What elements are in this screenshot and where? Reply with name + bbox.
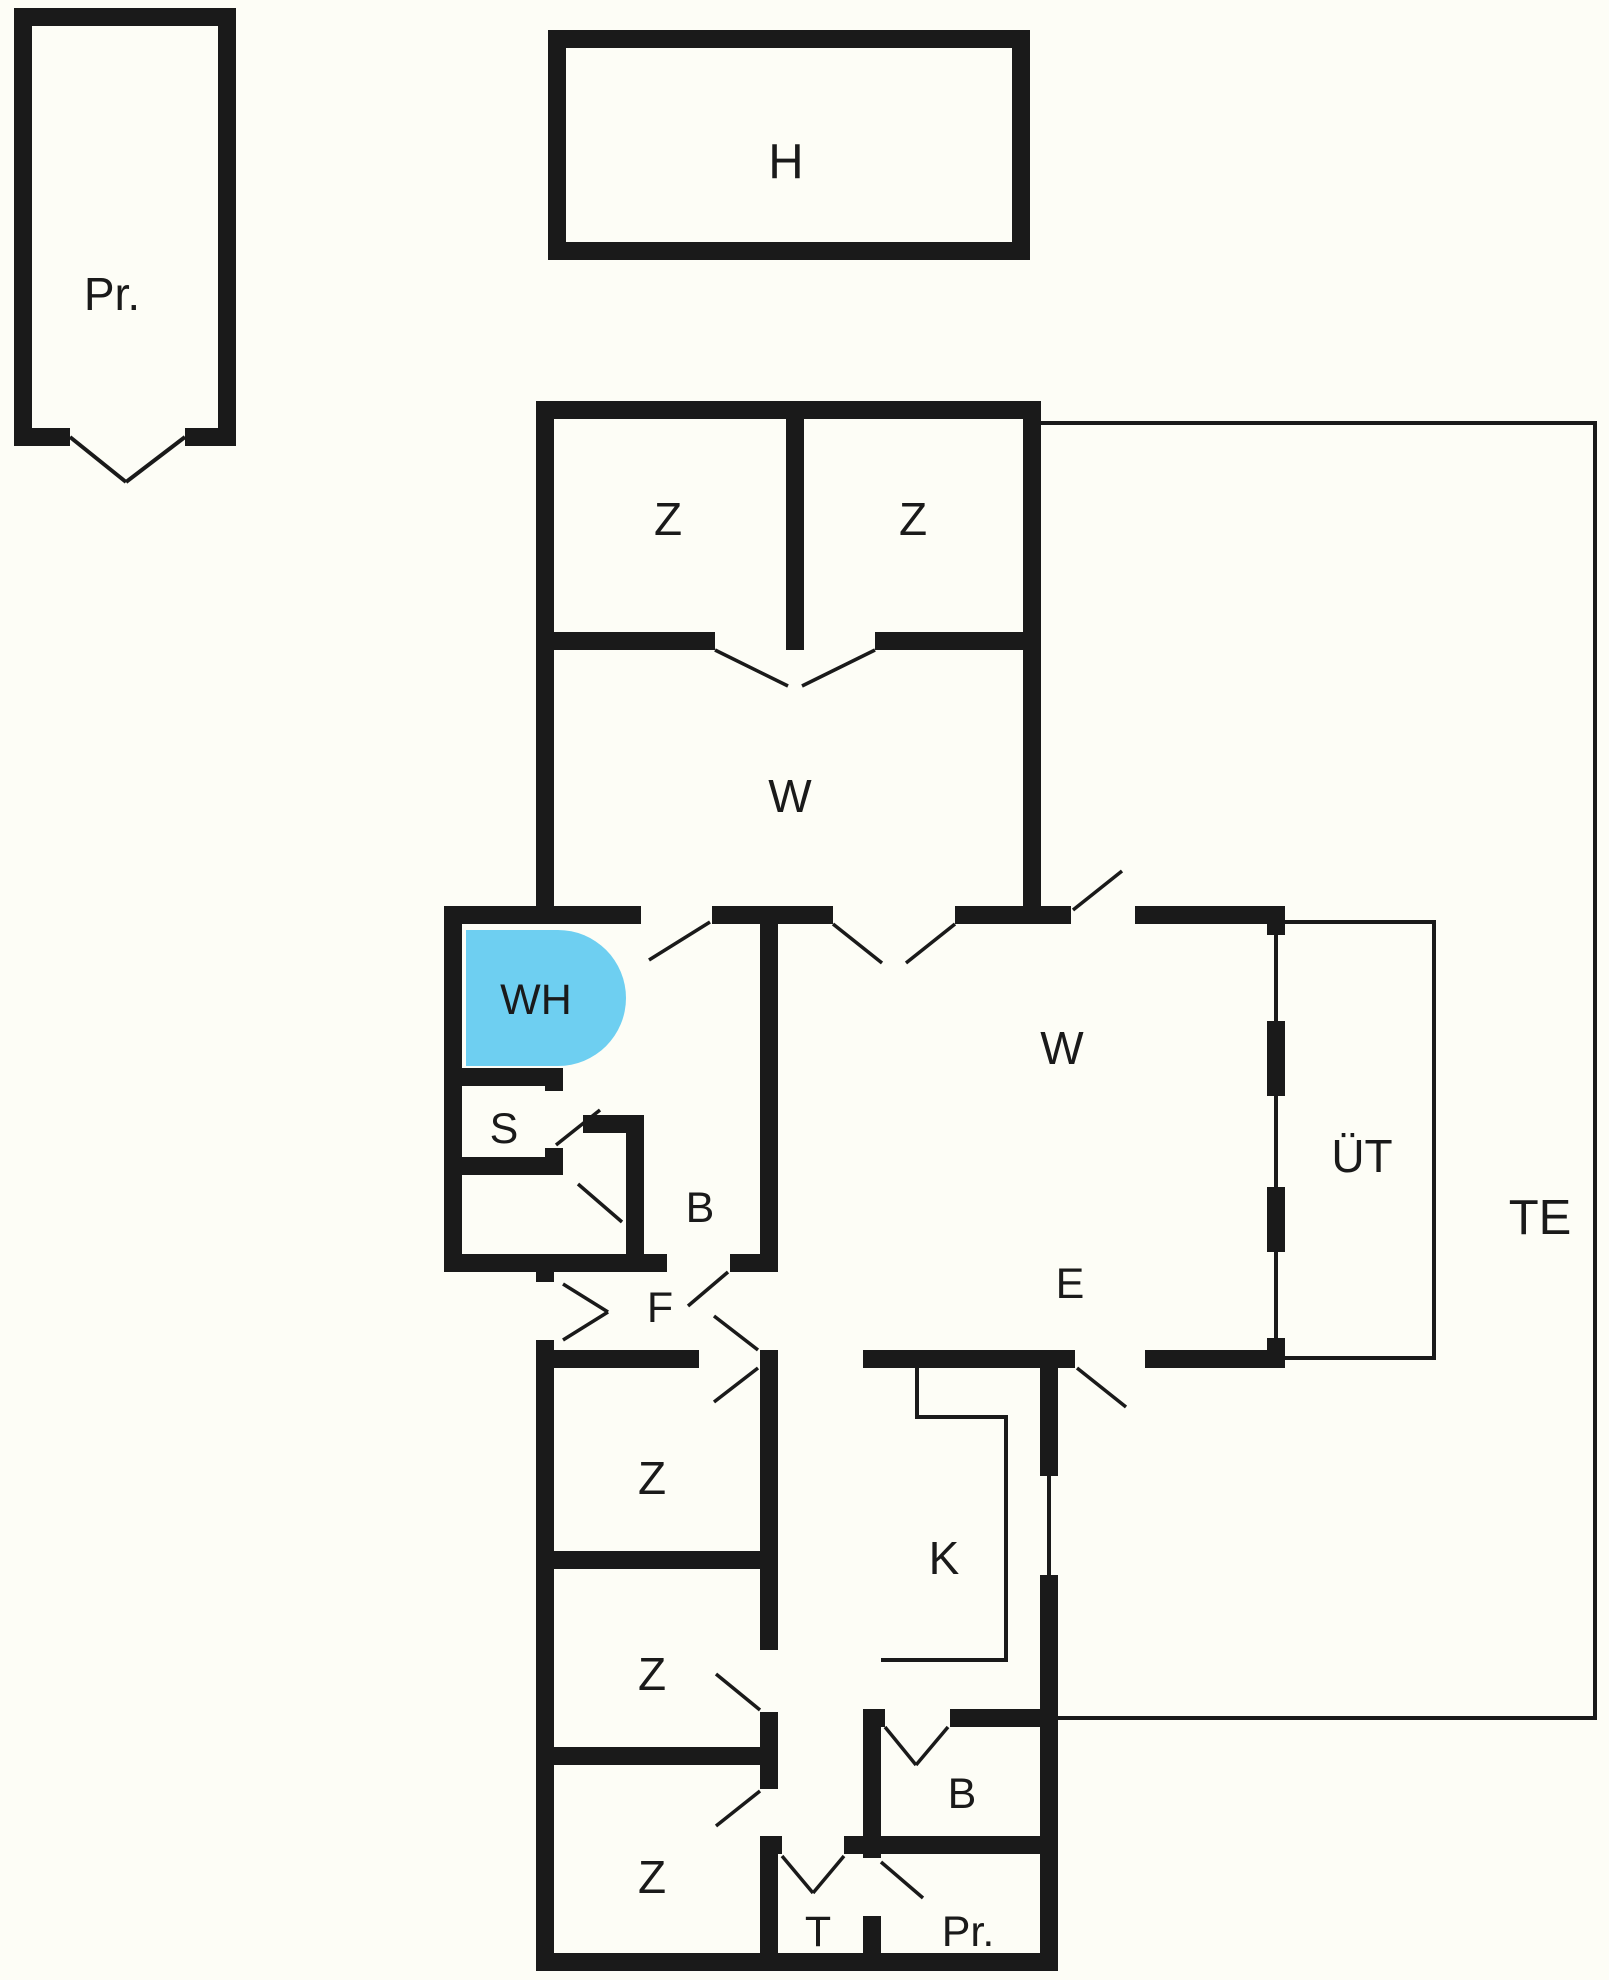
door-swings — [554, 648, 1128, 1900]
room-label-w-upper: W — [768, 770, 812, 822]
room-label-f: F — [647, 1284, 673, 1332]
room-label-z3: Z — [638, 1851, 666, 1903]
room-label-z2: Z — [638, 1648, 666, 1700]
room-label-k: K — [929, 1532, 960, 1584]
whirlpool-tub — [466, 930, 626, 1066]
room-label-wh: WH — [500, 976, 572, 1024]
room-label-pr-lower: Pr. — [942, 1908, 995, 1956]
room-label-b-upper: B — [686, 1184, 715, 1232]
room-label-z-top-left: Z — [654, 493, 682, 545]
room-label-ut: ÜT — [1331, 1130, 1392, 1182]
room-label-s: S — [490, 1105, 519, 1153]
room-label-te: TE — [1509, 1191, 1572, 1245]
room-label-t: T — [805, 1908, 831, 1956]
room-label-z1: Z — [638, 1452, 666, 1504]
main-building-walls — [444, 401, 1285, 1971]
kitchen-counter — [881, 1368, 1008, 1662]
room-label-pr-outbuilding: Pr. — [84, 268, 140, 320]
covered-terrace-outline-ut — [1285, 920, 1436, 1360]
room-label-z-top-right: Z — [899, 493, 927, 545]
chute-funnel-lines — [68, 435, 187, 484]
outbuilding-pr — [14, 8, 236, 484]
window-marks — [1040, 931, 1285, 1579]
room-label-w-hall: W — [1040, 1022, 1084, 1074]
room-label-h-outbuilding: H — [768, 135, 803, 189]
terrace-outline-te — [1041, 421, 1597, 1720]
room-label-b-lower: B — [948, 1770, 977, 1818]
room-label-e: E — [1056, 1260, 1085, 1308]
outbuilding-h — [548, 30, 1030, 260]
